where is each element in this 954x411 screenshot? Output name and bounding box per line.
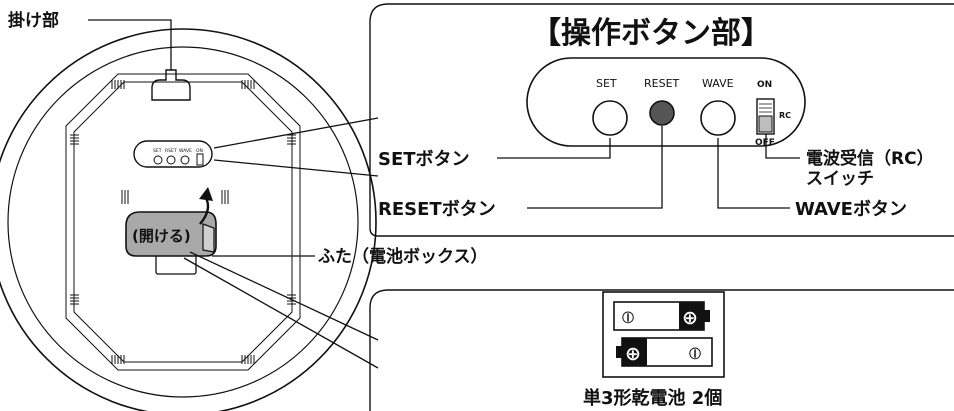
battery-2-minus-symbol: ⦶: [688, 344, 701, 364]
reset-leader: [527, 126, 663, 209]
battery-lid: [125, 211, 217, 257]
rc-leader: [765, 134, 800, 159]
hanger-leader: [88, 19, 172, 70]
mini-wave-label: WAVE: [179, 148, 192, 154]
back-rib-outer: [65, 73, 301, 371]
rc-label: RC: [779, 111, 791, 120]
set-label: SET: [596, 77, 617, 90]
rc-switch-knob: [758, 115, 773, 133]
panel-leader-bottom: [213, 159, 379, 177]
set-button[interactable]: [592, 100, 628, 136]
mini-on-label: ON: [196, 148, 203, 154]
battery-caption: 単3形乾電池 2個: [583, 387, 722, 409]
clock-outer-rim: [0, 28, 377, 411]
battery-panel-box: [369, 289, 954, 411]
reset-button-label: RESETボタン: [378, 199, 496, 220]
battery-leader-bottom: [183, 257, 379, 369]
mini-rc-switch: [196, 153, 204, 166]
open-label: (開ける): [132, 227, 191, 245]
vent-slots: [70, 80, 296, 364]
lid-label: ふた（電池ボックス）: [318, 246, 488, 267]
battery-leader-top: [189, 251, 379, 341]
wave-label: WAVE: [702, 77, 734, 90]
on-label: ON: [757, 80, 772, 90]
clock-inner-rim: [7, 46, 359, 398]
reset-button[interactable]: [649, 100, 675, 126]
rc-switch-ridges: [759, 103, 772, 113]
set-leader: [497, 138, 611, 159]
mini-reset-label: RSET: [165, 148, 177, 154]
mini-set-label: SET: [153, 148, 162, 154]
set-button-label: SETボタン: [378, 149, 470, 170]
mini-control-strip: [133, 140, 213, 168]
operation-panel-box: [369, 3, 954, 237]
open-arrow-head: [199, 187, 213, 201]
wave-button[interactable]: [700, 100, 736, 136]
wave-leader: [717, 138, 790, 209]
battery-2-terminal: [616, 346, 622, 358]
battery-1-plus-cap: [679, 302, 704, 330]
mini-wave-button: [180, 155, 190, 165]
reset-label: RESET: [644, 77, 680, 90]
mini-reset-button: [166, 155, 176, 165]
off-label: OFF: [755, 138, 775, 148]
battery-2-plus-symbol: ⊕: [625, 343, 641, 365]
hanger-hole: [151, 69, 191, 101]
battery-2-plus-cap: [622, 338, 647, 366]
rc-switch-label-line2: スイッチ: [806, 169, 874, 189]
rc-switch-label-line1: 電波受信（RC）: [806, 148, 934, 169]
panel-leader-top: [213, 117, 379, 149]
battery-lid-edge: [202, 223, 215, 253]
battery-1-terminal: [704, 310, 710, 322]
operation-panel-title: 【操作ボタン部】: [531, 16, 771, 51]
battery-1-minus-symbol: ⦶: [621, 308, 634, 328]
leader-lines: [88, 19, 800, 369]
wave-button-label: WAVEボタン: [795, 199, 907, 220]
hanger-label: 掛け部: [8, 10, 59, 31]
mini-set-button: [153, 155, 163, 165]
battery-1-plus-symbol: ⊕: [682, 307, 698, 329]
operation-panel-body: [526, 57, 806, 147]
